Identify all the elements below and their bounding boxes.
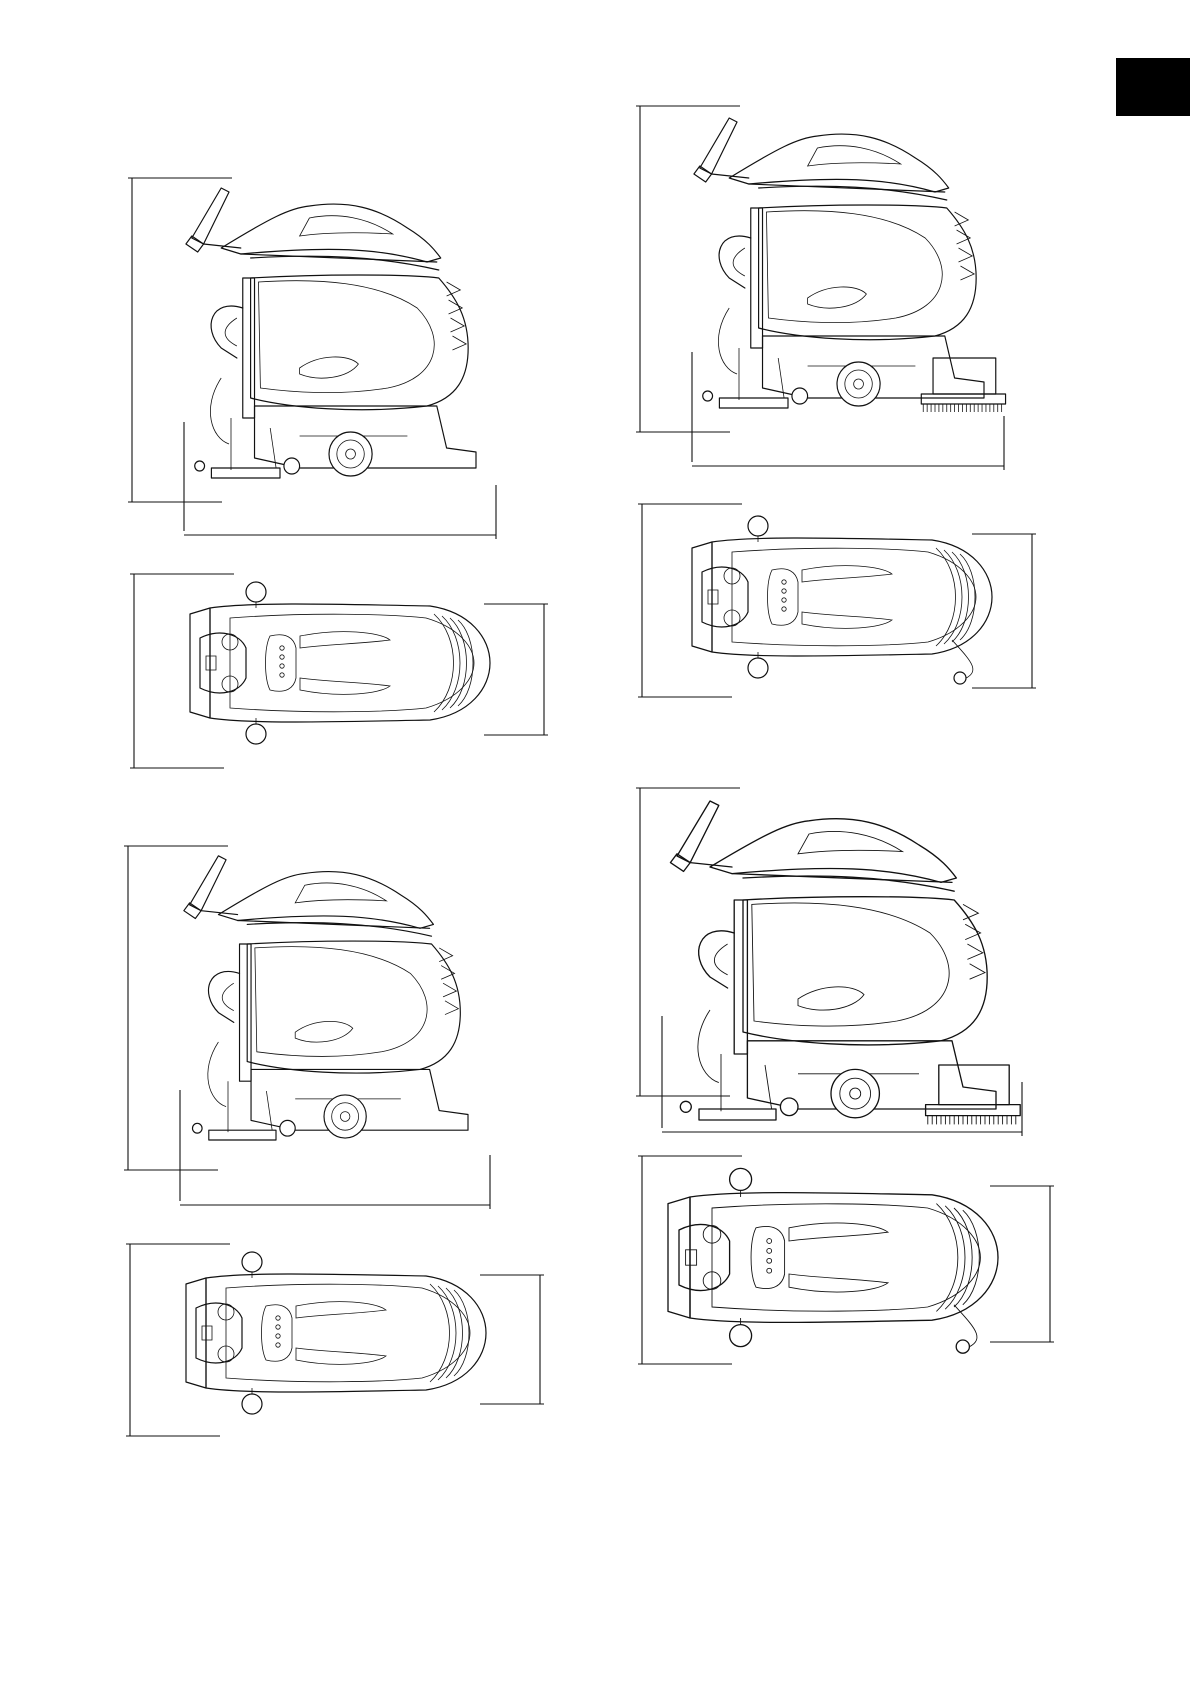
top-view-2-right-dimension [480, 1275, 544, 1404]
side-view-3-dimensions [636, 106, 1004, 470]
top-view-3-left-dimension [638, 504, 742, 697]
side-view-4 [670, 801, 1020, 1124]
side-view-3 [694, 118, 1006, 412]
side-view-1 [186, 188, 476, 478]
top-view-3-right-dimension [972, 534, 1036, 688]
top-view-1 [190, 582, 490, 744]
top-view-4-right-dimension [990, 1186, 1054, 1342]
side-view-4-dimensions [636, 788, 1022, 1136]
top-view-1-left-dimension [130, 574, 234, 768]
top-view-1-right-dimension [484, 604, 548, 735]
top-view-3 [692, 516, 992, 684]
top-view-2-left-dimension [126, 1244, 230, 1436]
top-view-4 [668, 1168, 998, 1353]
side-view-2 [184, 856, 468, 1140]
top-view-2 [186, 1252, 486, 1414]
side-view-1-dimensions [128, 178, 496, 539]
side-view-2-dimensions [124, 846, 490, 1209]
